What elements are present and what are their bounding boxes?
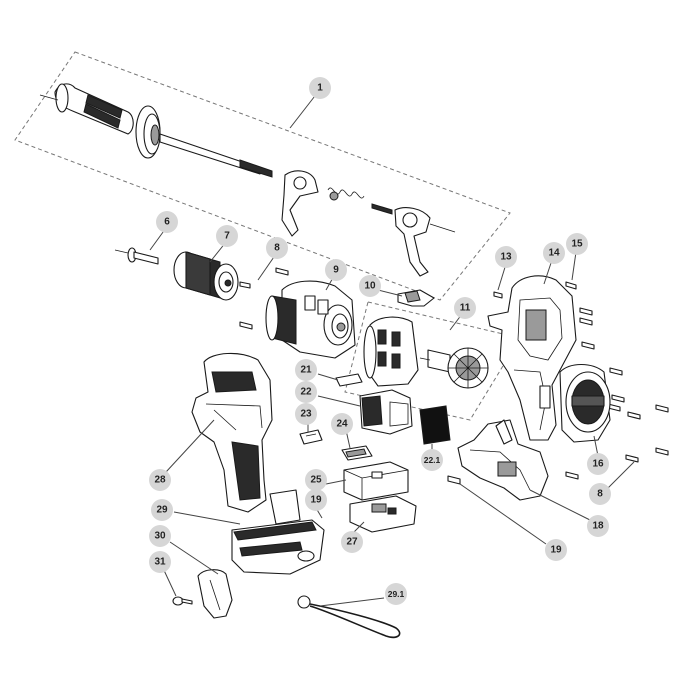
side-handle-assembly xyxy=(39,83,456,277)
mode-selector xyxy=(397,289,435,307)
svg-text:22.1: 22.1 xyxy=(424,455,441,465)
svg-text:29: 29 xyxy=(156,505,168,516)
callout-1: 1 xyxy=(309,77,331,99)
svg-text:14: 14 xyxy=(548,248,560,259)
callout-8-upper: 8 xyxy=(266,237,288,259)
callout-30: 30 xyxy=(149,525,171,547)
callout-15: 15 xyxy=(566,233,588,255)
svg-text:16: 16 xyxy=(592,459,604,470)
callout-22-1: 22.1 xyxy=(421,449,443,471)
group-box-side-handle xyxy=(14,51,511,301)
callout-24: 24 xyxy=(331,413,353,435)
brushless-motor xyxy=(363,316,489,389)
svg-text:18: 18 xyxy=(592,521,604,532)
svg-text:6: 6 xyxy=(164,217,170,228)
callout-8-lower: 8 xyxy=(589,483,611,505)
callout-31: 31 xyxy=(149,551,171,573)
small-pin xyxy=(493,291,503,299)
svg-text:23: 23 xyxy=(300,409,312,420)
svg-text:11: 11 xyxy=(460,303,471,314)
svg-text:9: 9 xyxy=(333,265,339,276)
small-connector xyxy=(299,429,323,445)
callout-18: 18 xyxy=(587,515,609,537)
trigger-switch xyxy=(359,389,413,435)
svg-text:13: 13 xyxy=(500,252,512,263)
svg-text:31: 31 xyxy=(154,557,166,568)
chuck-screw xyxy=(114,247,159,265)
callout-11: 11 xyxy=(454,297,476,319)
svg-text:30: 30 xyxy=(154,531,166,542)
housing-half-right xyxy=(487,275,577,441)
svg-text:19: 19 xyxy=(310,495,322,506)
callout-16: 16 xyxy=(587,453,609,475)
callout-21: 21 xyxy=(295,359,317,381)
callout-7: 7 xyxy=(216,225,238,247)
svg-text:21: 21 xyxy=(300,365,312,376)
contact-plate xyxy=(341,445,373,461)
callout-6: 6 xyxy=(156,211,178,233)
callout-13: 13 xyxy=(495,246,517,268)
group-box-motor xyxy=(344,301,521,421)
svg-text:22: 22 xyxy=(300,387,312,398)
svg-text:25: 25 xyxy=(310,475,322,486)
svg-text:8: 8 xyxy=(274,243,280,254)
clip-screw xyxy=(172,596,193,606)
callout-27: 27 xyxy=(341,531,363,553)
housing-half-left xyxy=(191,352,273,513)
svg-text:27: 27 xyxy=(346,537,358,548)
callout-9: 9 xyxy=(325,259,347,281)
callout-19-left: 19 xyxy=(305,489,327,511)
keyless-chuck xyxy=(173,251,239,301)
belt-clip xyxy=(197,569,233,619)
callout-29-1: 29.1 xyxy=(385,583,407,605)
battery-terminal-block xyxy=(343,461,409,501)
svg-text:28: 28 xyxy=(154,475,166,486)
callout-10: 10 xyxy=(359,275,381,297)
svg-text:19: 19 xyxy=(550,545,562,556)
gearbox xyxy=(265,280,356,359)
circuit-board xyxy=(349,495,417,533)
callout-14: 14 xyxy=(543,242,565,264)
callout-22: 22 xyxy=(295,381,317,403)
svg-text:10: 10 xyxy=(364,281,376,292)
rear-end-cap xyxy=(559,363,611,443)
svg-text:7: 7 xyxy=(224,231,230,242)
small-screw-upper xyxy=(239,267,289,330)
lower-housing-insert xyxy=(457,419,549,501)
svg-text:8: 8 xyxy=(597,489,603,500)
control-module xyxy=(419,405,451,445)
callout-25: 25 xyxy=(305,469,327,491)
callout-23: 23 xyxy=(295,403,317,425)
housing-screws xyxy=(565,281,669,480)
battery-base xyxy=(231,489,325,575)
callout-29: 29 xyxy=(151,499,173,521)
callout-28: 28 xyxy=(149,469,171,491)
lanyard xyxy=(297,595,401,639)
pin-right xyxy=(447,475,461,485)
led-bar xyxy=(335,373,363,387)
svg-text:29.1: 29.1 xyxy=(388,589,405,599)
svg-text:15: 15 xyxy=(571,239,583,250)
callout-19-right: 19 xyxy=(545,539,567,561)
svg-text:24: 24 xyxy=(336,419,348,430)
svg-text:1: 1 xyxy=(317,83,323,94)
